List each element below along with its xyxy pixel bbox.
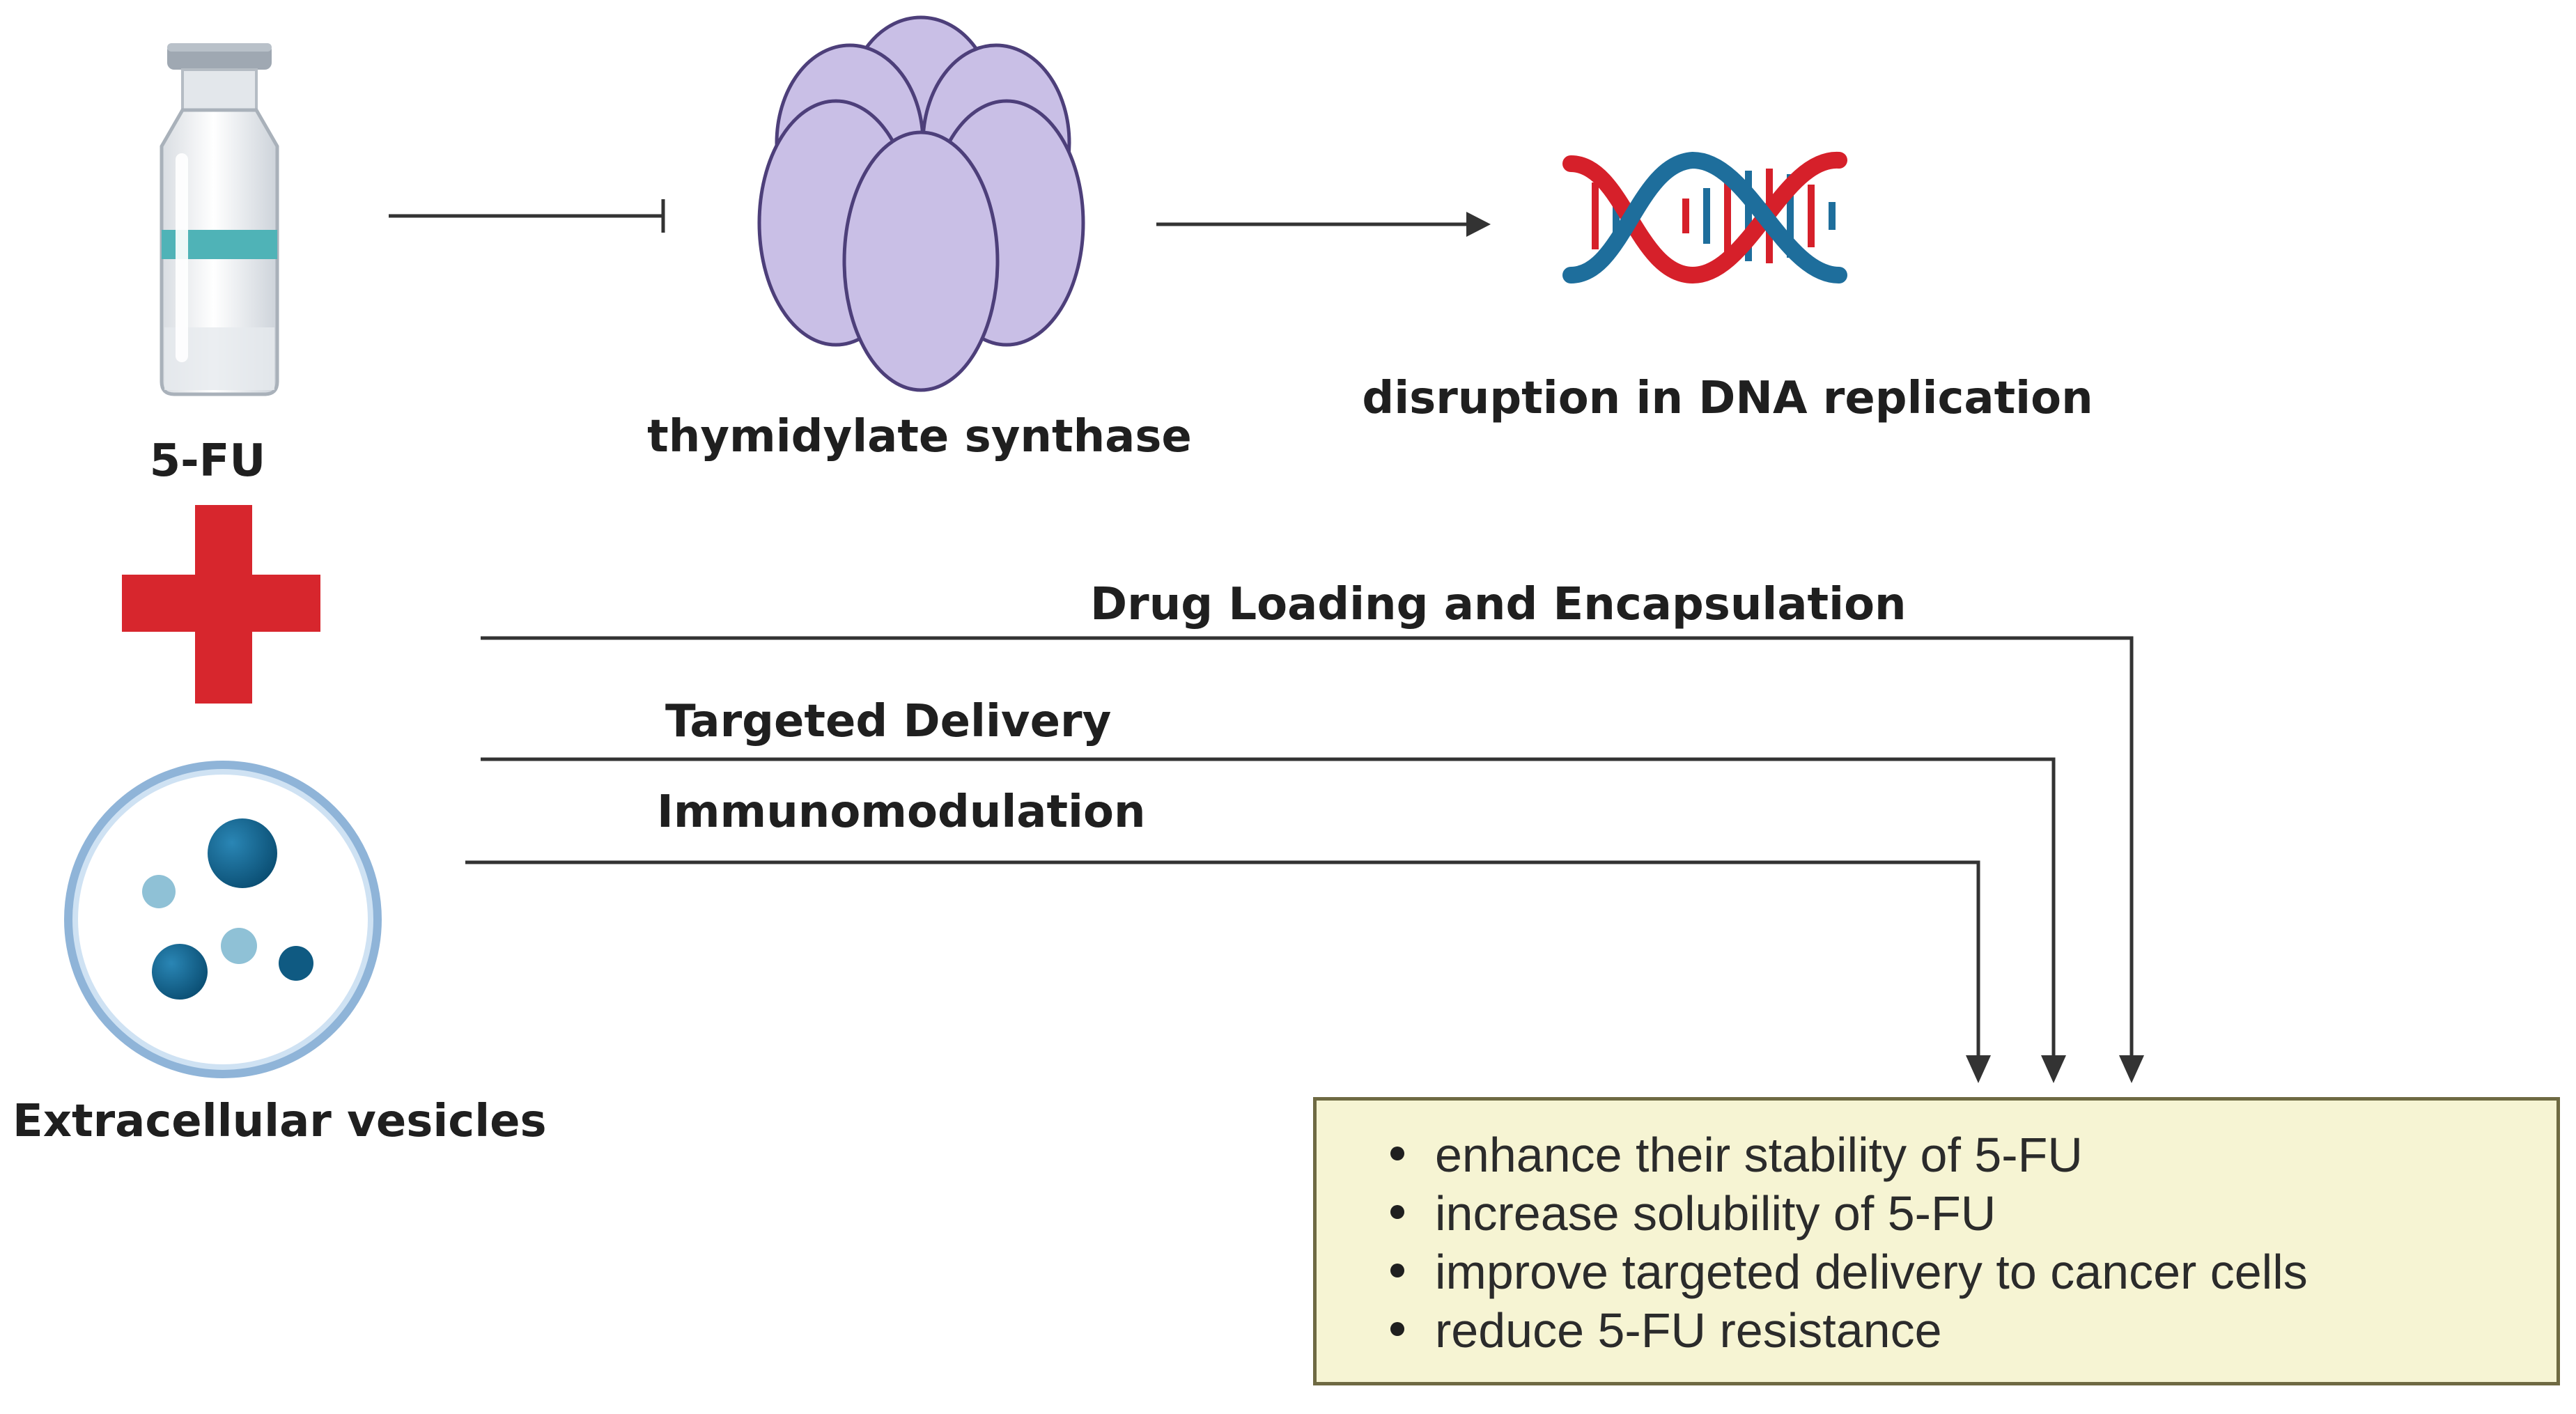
activation-arrow: [1156, 212, 1491, 237]
vesicle-icon: [64, 761, 382, 1078]
benefits-list: enhance their stability of 5-FU increase…: [1390, 1126, 2308, 1360]
vesicles-label: Extracellular vesicles: [13, 1096, 547, 1147]
bullet-icon: [1390, 1264, 1404, 1277]
dna-label: disruption in DNA replication: [1362, 373, 2093, 424]
arrowhead-drug-loading: [2119, 1055, 2144, 1083]
benefit-item: reduce 5-FU resistance: [1390, 1301, 2308, 1360]
arrowhead-immunomodulation: [1966, 1055, 1991, 1083]
connector-targeted-delivery: [481, 757, 2056, 1059]
pathway-label-drug-loading: Drug Loading and Encapsulation: [1090, 579, 1907, 630]
enzyme-label: thymidylate synthase: [647, 411, 1192, 463]
bullet-icon: [1390, 1147, 1404, 1160]
bullet-icon: [1390, 1322, 1404, 1336]
benefit-item: enhance their stability of 5-FU: [1390, 1126, 2308, 1184]
benefit-item: increase solubility of 5-FU: [1390, 1184, 2308, 1243]
drug-label: 5-FU: [149, 435, 266, 487]
benefit-item: improve targeted delivery to cancer cell…: [1390, 1243, 2308, 1301]
bullet-icon: [1390, 1205, 1404, 1219]
inhibition-arrow: [389, 199, 665, 233]
dna-helix-icon: [1562, 151, 1847, 284]
connector-immunomodulation: [465, 860, 1980, 1059]
arrowhead-targeted-delivery: [2041, 1055, 2066, 1083]
pathway-label-targeted-delivery: Targeted Delivery: [665, 696, 1112, 747]
plus-icon: [122, 505, 320, 704]
benefits-box: enhance their stability of 5-FU increase…: [1313, 1097, 2560, 1385]
enzyme-icon: [757, 15, 1085, 392]
vial-icon: [160, 43, 279, 396]
pathway-label-immunomodulation: Immunomodulation: [657, 786, 1146, 838]
connector-drug-loading: [481, 636, 2134, 1059]
